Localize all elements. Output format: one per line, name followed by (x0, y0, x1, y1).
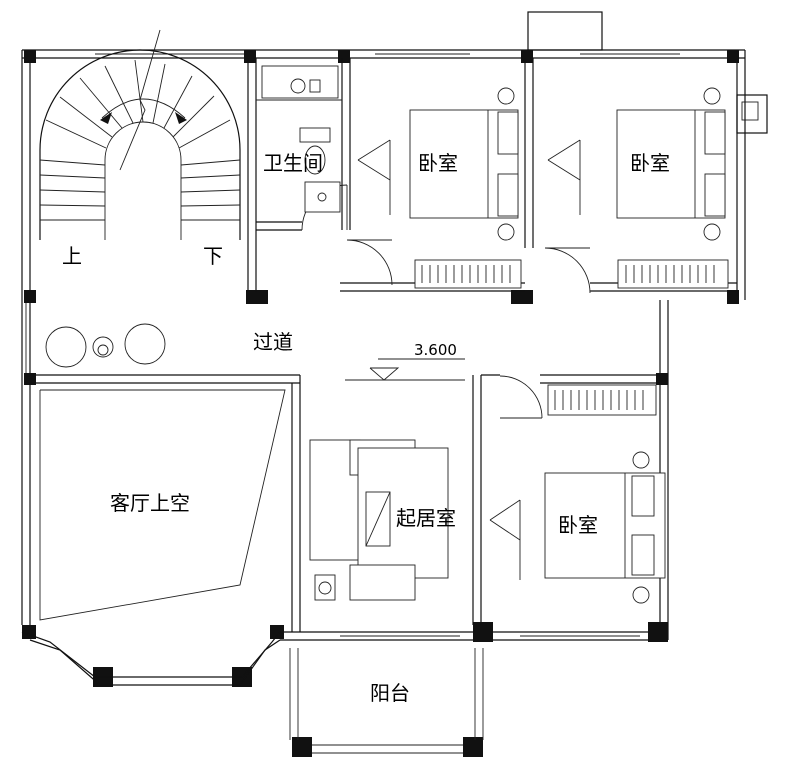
balcony (289, 648, 484, 754)
bedroom-top-left-label: 卧室 (418, 151, 458, 175)
bathroom-label: 卫生间 (263, 151, 323, 175)
bedroom-right-furniture (489, 384, 666, 604)
bedroom-top-left-furniture (357, 87, 522, 289)
doors (301, 184, 591, 419)
elevation-marker (345, 358, 465, 381)
radiator-top-left (421, 265, 511, 283)
stair-down-label: 下 (203, 244, 223, 268)
radiator-right (554, 390, 644, 410)
sitting-room-label: 起居室 (396, 506, 456, 530)
bedroom-right-label: 卧室 (558, 513, 598, 537)
stair-up-label: 上 (62, 244, 82, 268)
interior-walls (30, 58, 737, 632)
bedroom-top-right-furniture (547, 87, 729, 289)
bathroom-fixtures (261, 65, 341, 213)
exterior-walls (21, 11, 768, 641)
living-void (21, 389, 286, 686)
balcony-label: 阳台 (370, 681, 410, 705)
corridor-label: 过道 (253, 330, 293, 354)
living-void-label: 客厅上空 (110, 491, 190, 515)
spiral-staircase (39, 29, 241, 240)
bedroom-top-right-label: 卧室 (630, 151, 670, 175)
columns (22, 50, 739, 757)
radiator-top-right (625, 265, 715, 283)
elevation-label: 3.600 (414, 341, 457, 359)
sitting-room-furniture (309, 439, 449, 601)
corridor-chairs (45, 323, 166, 368)
